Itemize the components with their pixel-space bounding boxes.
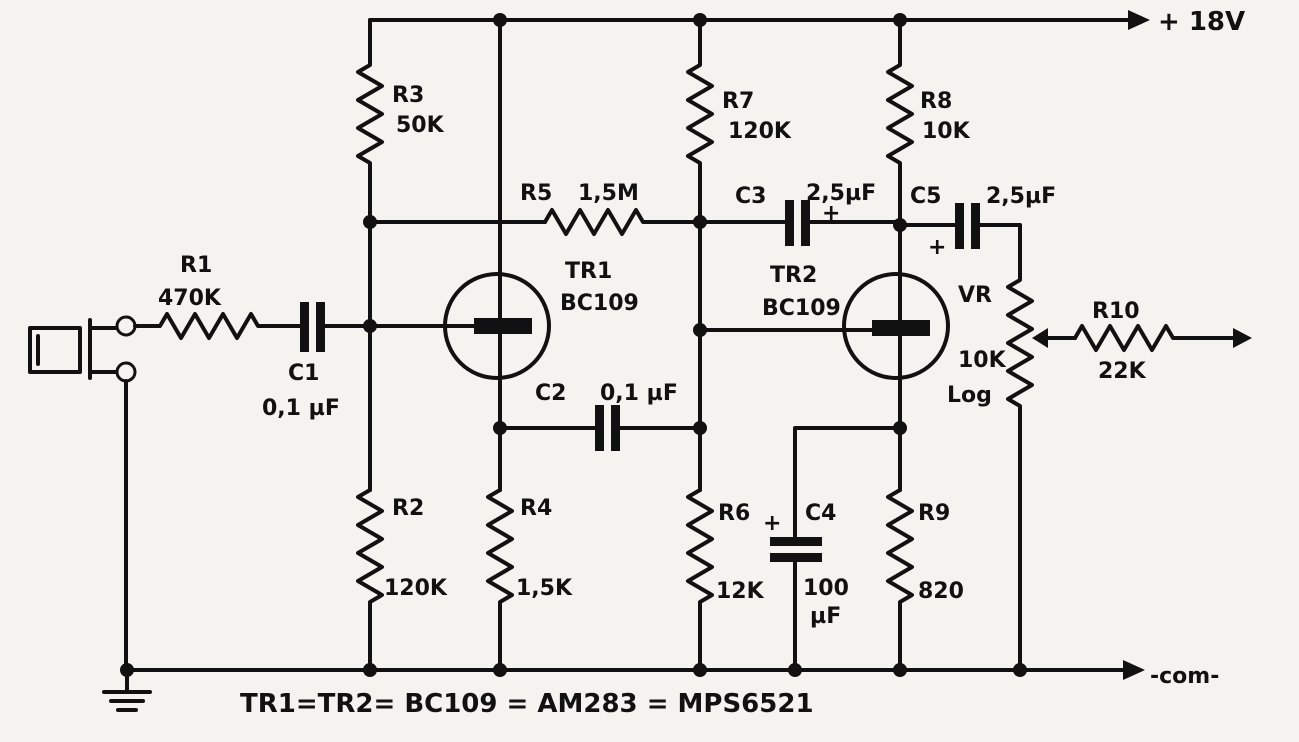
r10-value: 22K [1098,359,1147,384]
r5-ref: R5 [520,181,552,206]
c4-value: 100 [803,576,849,601]
resistor-r1: R1 470K [133,253,302,340]
resistor-r9: R9 820 [886,488,964,672]
resistor-r10: R10 22K [1073,299,1252,384]
c1-ref: C1 [288,361,319,386]
r7-value: 120K [728,119,792,144]
r8-value: 10K [922,119,971,144]
c3-ref: C3 [735,184,766,209]
c5-polarity: + [928,235,946,260]
common-rail: -com- [125,660,1219,689]
resistor-r2: R2 120K [356,488,448,672]
c4-polarity: + [763,511,781,536]
c2-ref: C2 [535,381,566,406]
c2-value: 0,1 µF [600,381,678,406]
resistor-r8: R8 10K [886,18,971,224]
r5-value: 1,5M [578,181,639,206]
r7-ref: R7 [722,89,754,114]
junction-dots [120,13,1027,677]
jack-terminal-sleeve [115,361,137,383]
output-arrow [1233,328,1252,348]
supply-label: + 18V [1158,7,1245,37]
common-label: -com- [1150,664,1219,689]
tr1-type: BC109 [560,291,639,316]
capacitor-c4: + C4 100 µF [763,426,902,672]
c3-value: 2,5µF [806,181,876,206]
r2-value: 120K [384,576,448,601]
r1-ref: R1 [180,253,212,278]
transistor-tr1: TR1 BC109 [368,18,639,427]
r6-ref: R6 [718,501,750,526]
vr-taper: Log [947,383,992,408]
resistor-r7: R7 120K [686,18,792,224]
capacitor-c5: C5 2,5µF + [898,184,1056,267]
r8-ref: R8 [920,89,952,114]
r1-value: 470K [158,286,222,311]
tr2-type: BC109 [762,296,841,321]
transistor-tr2: TR2 BC109 [698,220,950,492]
jack-terminal-tip [115,315,137,337]
r4-ref: R4 [520,496,552,521]
resistor-r3: R3 50K [356,18,445,224]
c1-value: 0,1 µF [262,396,340,421]
potentiometer-vr: VR 10K Log [947,263,1077,672]
resistor-r6: R6 12K [686,488,765,672]
vr-value: 10K [958,348,1007,373]
vr-ref: VR [958,283,992,308]
common-arrow [1123,660,1145,680]
tr2-ref: TR2 [770,263,817,288]
c4-ref: C4 [805,501,836,526]
transistor-equivalents-note: TR1=TR2= BC109 = AM283 = MPS6521 [240,689,814,719]
c3-polarity: + [822,201,840,226]
resistor-r5: R5 1,5M [520,181,702,236]
input-jack [28,315,137,672]
capacitor-c2: C2 0,1 µF [498,381,702,451]
c4-unit: µF [810,604,841,629]
r3-value: 50K [396,113,445,138]
r9-ref: R9 [918,501,950,526]
c5-value: 2,5µF [986,184,1056,209]
r2-ref: R2 [392,496,424,521]
supply-arrow [1128,10,1150,30]
resistor-r4: R4 1,5K [486,488,573,672]
r4-value: 1,5K [516,576,573,601]
r3-ref: R3 [392,83,424,108]
r10-ref: R10 [1092,299,1140,324]
tr1-ref: TR1 [565,259,612,284]
r6-value: 12K [716,579,765,604]
capacitor-c3: C3 2,5µF + [698,181,902,246]
r9-value: 820 [918,579,964,604]
c5-ref: C5 [910,184,941,209]
capacitor-c1: C1 0,1 µF [262,302,370,421]
